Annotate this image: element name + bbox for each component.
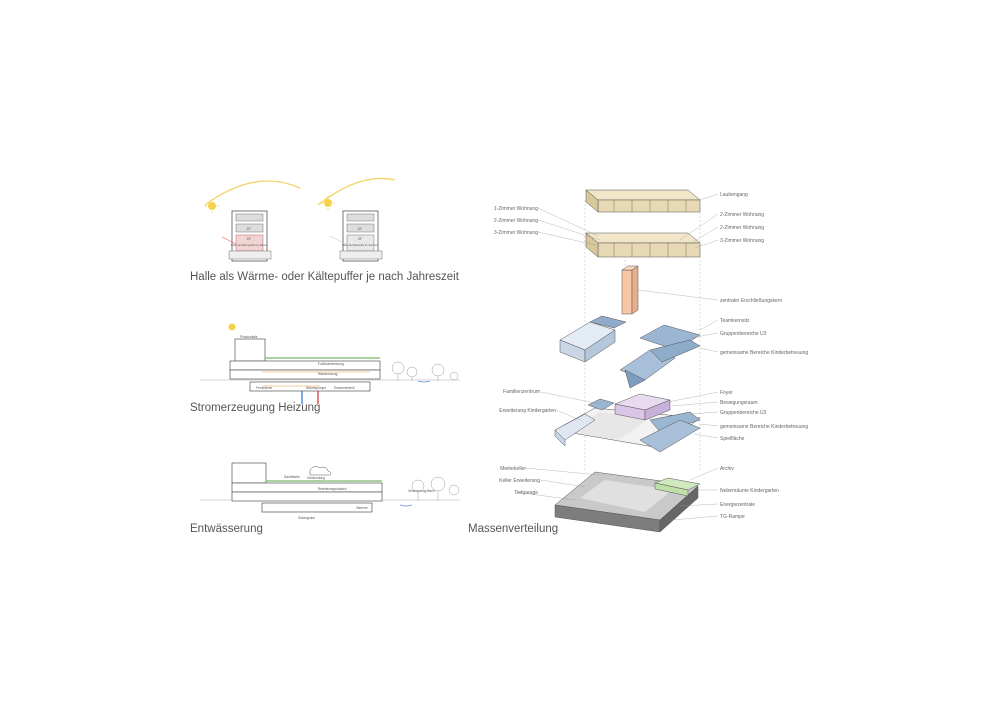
halle-summer-text: Halle als Wärmepuffer im Winter [231,244,267,247]
laubengang-block [585,189,701,213]
label-right-14: Archiv [720,466,734,472]
label-wand: Wandheizung [318,372,338,376]
label-right-17: TG-Rampe [720,514,745,520]
label-zisterne: Zisterne [356,506,368,510]
label-left-5: Erweiterung Kindergarten [499,408,556,414]
halle-winter-section: 22° 15° Halle als Kältepuffer im Sommer [317,177,396,262]
halle-winter-temp: 15° [358,237,364,241]
erdgeschoss-level [554,393,701,453]
label-sickergrube: Sickergrube [298,516,315,520]
foyer-block [614,393,671,421]
label-right-3: 2-Zimmer Wohnung [720,225,764,231]
label-left-1: 1-Zimmer Wohnung [494,206,538,212]
label-verdunstung: Verdunstung [307,476,325,480]
gruppenbereiche-u3-level [559,315,701,389]
nebenraeume-kindergarten-block [654,477,701,497]
caption-halle: Halle als Wärme- oder Kältepuffer je nac… [190,271,459,283]
wohnungen-block [585,232,701,258]
label-right-12: gemeinsame Bereiche Kinderbetreuung [720,424,808,430]
tree-icon [411,476,460,501]
label-right-6: Teamkernsitz [720,318,750,324]
label-right-7: Gruppenbereiche U3 [720,331,767,337]
label-pv: Photovoltaik [240,335,258,339]
label-retention: Retentionsgründach [318,487,347,491]
tree-icon [391,361,459,381]
halle-winter-text: Halle als Kältepuffer im Sommer [342,244,378,247]
label-fern: Fernwärme [256,386,272,390]
untergeschoss-level [554,471,701,533]
caption-masse: Massenverteilung [468,523,559,535]
label-right-10: Bewegungsraum [720,400,758,406]
label-fussboden: Fußbodenheizung [318,362,344,366]
label-waerme: Wärmepumpe [306,386,326,390]
label-right-15: Nebenräume Kindergarten [720,488,779,494]
label-right-13: Spielfläche [720,436,745,442]
sun-icon [228,323,236,331]
label-left-8: Tiefgarage [514,490,538,496]
cloud-icon [309,466,331,476]
label-dach: Dachfläche [284,475,300,479]
label-right-2: 2-Zimmer Wohnung [720,212,764,218]
label-left-7: Keller Erweiterung [499,478,540,484]
label-right-1: Laubengang [720,192,748,198]
halle-summer-roof: 22° [247,227,253,231]
label-right-9: Foyer [720,390,733,396]
label-left-3: 3-Zimmer Wohnung [494,230,538,236]
label-left-4: Familienzentrum [503,389,540,395]
label-right-16: Energiezentrale [720,502,755,508]
entwaesserung-section: Dachfläche Verdunstung Retentionsgründac… [200,462,460,520]
halle-summer-section: 22° 15° Halle als Wärmepuffer im Winter [204,180,301,262]
sun-icon [205,199,219,213]
caption-entw: Entwässerung [190,523,263,535]
caption-strom: Stromerzeugung Heizung [190,402,321,414]
strom-section: Photovoltaik Fußbodenheizung Wandheizung… [200,323,460,404]
sun-icon [321,196,335,210]
erschliessungskern-block [621,265,639,315]
halle-winter-roof: 22° [358,227,364,231]
label-erd: Erdsondenfeld [334,386,355,390]
label-left-2: 2-Zimmer Wohnung [494,218,538,224]
label-right-4: 3-Zimmer Wohnung [720,238,764,244]
label-left-6: Mieterkeller [500,466,526,472]
label-right-11: Gruppenbereiche Ü3 [720,409,767,416]
halle-summer-temp: 15° [247,237,253,241]
label-right-8: gemeinsame Bereiche Kinderbetreuung [720,350,808,356]
massenverteilung-axonometric: 1-Zimmer Wohnung 2-Zimmer Wohnung 3-Zimm… [494,189,808,533]
label-right-5: zentraler Erschließungskern [720,298,782,304]
